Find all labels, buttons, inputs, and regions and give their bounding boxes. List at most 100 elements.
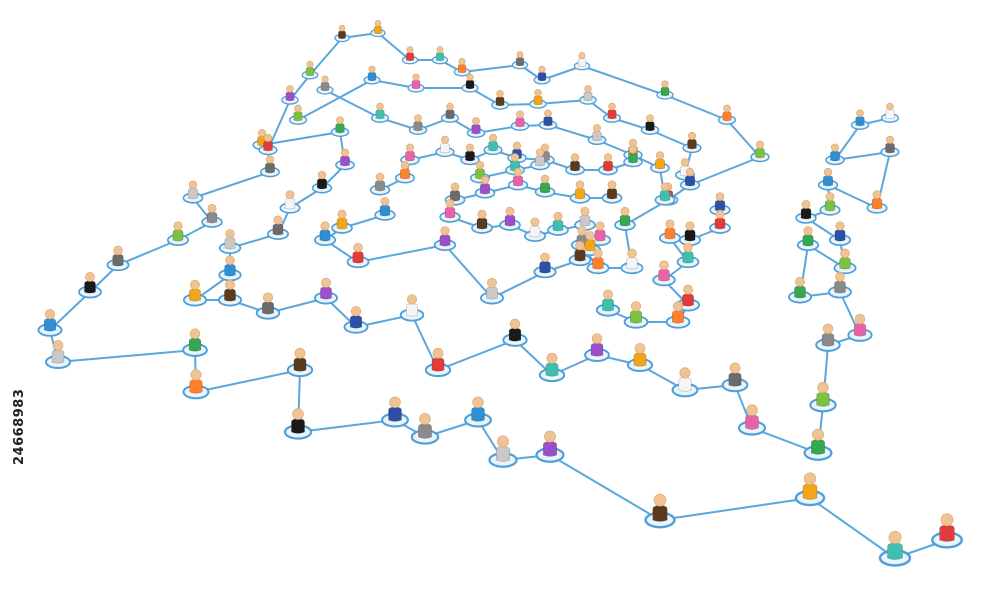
figure-node bbox=[803, 428, 833, 461]
figure-node bbox=[750, 140, 770, 163]
figure-node bbox=[533, 65, 551, 85]
figure-node bbox=[401, 46, 419, 65]
figure-node bbox=[717, 104, 737, 125]
figure-head bbox=[516, 51, 524, 59]
figure-body bbox=[112, 254, 124, 267]
figure-node bbox=[218, 229, 242, 255]
figure-node bbox=[410, 413, 440, 445]
figure-body bbox=[678, 377, 692, 392]
figure-head bbox=[419, 413, 431, 425]
figure-node bbox=[182, 328, 208, 357]
figure-body bbox=[802, 483, 818, 500]
figure-body bbox=[671, 310, 685, 324]
figure-head bbox=[659, 260, 669, 270]
figure-body bbox=[824, 199, 836, 212]
figure-head bbox=[321, 277, 331, 288]
figure-body bbox=[367, 71, 377, 82]
figure-body bbox=[349, 315, 363, 329]
figure-body bbox=[515, 117, 525, 128]
figure-body bbox=[405, 52, 415, 62]
figure-node bbox=[833, 248, 857, 275]
figure-body bbox=[658, 268, 670, 282]
figure-body bbox=[728, 372, 742, 387]
figure-body bbox=[685, 175, 695, 187]
figure-head bbox=[585, 231, 595, 241]
figure-body bbox=[316, 178, 328, 190]
figure-head bbox=[672, 301, 684, 312]
figure-node bbox=[574, 206, 596, 231]
figure-head bbox=[505, 206, 515, 216]
figure-node bbox=[623, 301, 649, 329]
figure-node bbox=[311, 170, 333, 194]
figure-body bbox=[515, 57, 525, 67]
figure-body bbox=[335, 123, 345, 134]
figure-body bbox=[655, 158, 665, 170]
figure-body bbox=[574, 188, 586, 200]
figure-head bbox=[835, 221, 845, 231]
figure-head bbox=[595, 221, 605, 231]
figure-node bbox=[510, 110, 530, 131]
figure-body bbox=[262, 301, 274, 315]
figure-node bbox=[850, 109, 870, 130]
figure-head bbox=[432, 347, 444, 359]
figure-body bbox=[745, 414, 759, 430]
figure-body bbox=[224, 263, 236, 277]
figure-body bbox=[285, 91, 295, 102]
figure-head bbox=[497, 435, 509, 448]
figure-node bbox=[435, 135, 455, 158]
figure-head bbox=[336, 116, 344, 125]
figure-head bbox=[591, 333, 603, 344]
figure-body bbox=[84, 280, 96, 294]
figure-node bbox=[78, 272, 102, 299]
figure-body bbox=[388, 406, 402, 422]
figure-body bbox=[431, 357, 445, 372]
figure-body bbox=[444, 206, 456, 219]
figure-head bbox=[85, 272, 95, 282]
figure-head bbox=[44, 309, 56, 320]
figure-node bbox=[679, 167, 701, 191]
figure-body bbox=[570, 160, 580, 172]
figure-node bbox=[676, 242, 700, 269]
link-line bbox=[377, 32, 761, 269]
figure-head bbox=[886, 102, 894, 111]
figure-body bbox=[885, 142, 895, 154]
figure-body bbox=[529, 225, 541, 238]
figure-body bbox=[853, 323, 867, 337]
figure-head bbox=[627, 248, 637, 259]
figure-node bbox=[370, 102, 390, 123]
figure-body bbox=[375, 109, 385, 120]
figure-head bbox=[715, 209, 725, 219]
figure-node bbox=[640, 114, 660, 135]
figure-head bbox=[412, 73, 420, 81]
figure-node bbox=[547, 211, 569, 236]
figure-node bbox=[569, 180, 591, 204]
figure-head bbox=[715, 192, 725, 201]
figure-head bbox=[801, 200, 811, 209]
figure-head bbox=[940, 513, 954, 527]
figure-node bbox=[471, 209, 493, 234]
figure-head bbox=[513, 167, 523, 177]
figure-head bbox=[679, 367, 691, 379]
figure-head bbox=[374, 19, 382, 27]
figure-node bbox=[565, 153, 585, 176]
figure-head bbox=[655, 151, 665, 160]
figure-body bbox=[319, 229, 331, 242]
figure-nodes bbox=[37, 19, 963, 567]
figure-node bbox=[474, 175, 496, 199]
figure-head bbox=[685, 221, 695, 231]
figure-node bbox=[665, 301, 691, 329]
figure-node bbox=[440, 102, 460, 123]
figure-node bbox=[370, 19, 386, 38]
figure-body bbox=[823, 175, 833, 187]
figure-body bbox=[687, 138, 697, 150]
figure-head bbox=[400, 161, 410, 170]
figure-head bbox=[817, 381, 829, 394]
figure-body bbox=[802, 234, 814, 247]
figure-head bbox=[746, 404, 758, 416]
figure-node bbox=[281, 85, 299, 105]
figure-head bbox=[593, 124, 601, 132]
figure-head bbox=[823, 167, 833, 177]
figure-head bbox=[660, 182, 670, 192]
figure-node bbox=[439, 199, 461, 223]
figure-node bbox=[721, 362, 749, 393]
